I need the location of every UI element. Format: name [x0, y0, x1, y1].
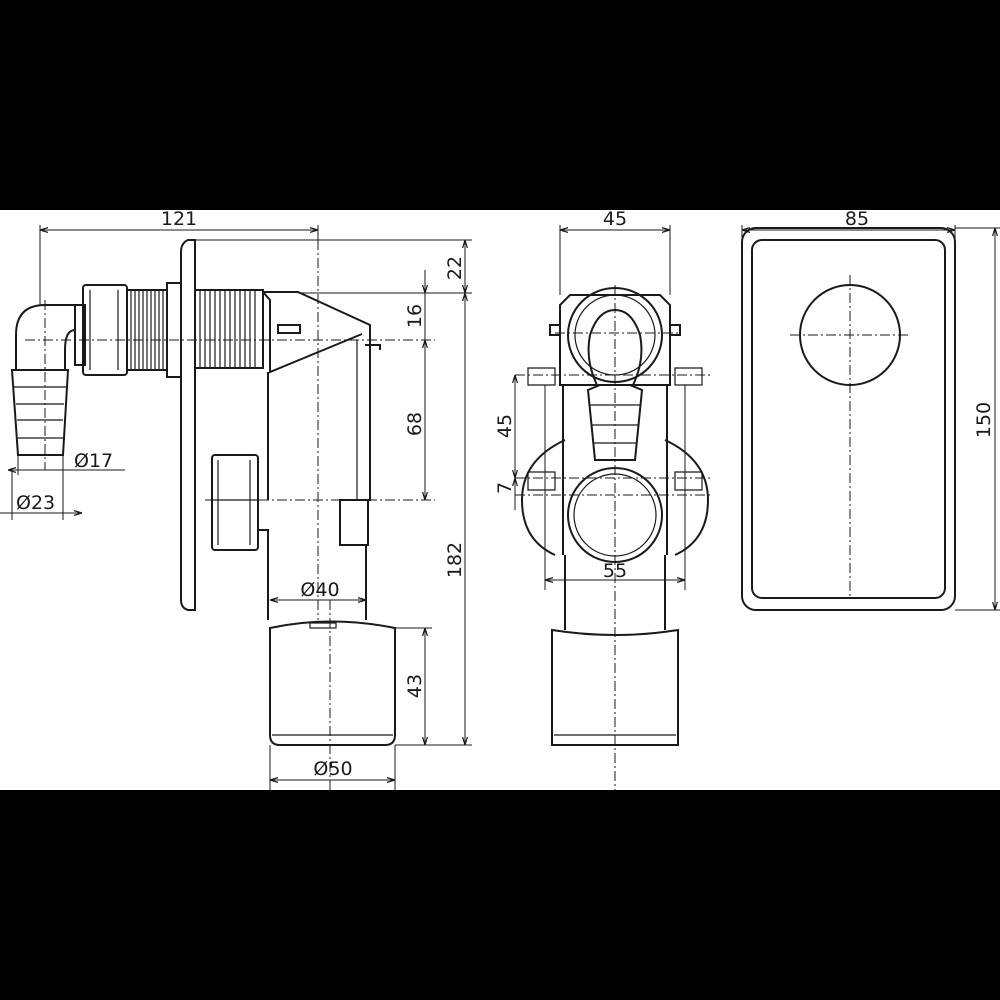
dim-body-width: 45: [603, 208, 627, 230]
thread-inner: [194, 289, 264, 369]
front-body-head: [559, 294, 671, 386]
dim-top-offset: 22: [444, 256, 466, 280]
dim-hose-inner: Ø17: [74, 450, 113, 472]
dim-plate-height: 150: [973, 402, 995, 438]
mounting-wings: [520, 439, 710, 556]
dim-outlet-spacing: 68: [404, 412, 426, 436]
cover-plate-inner: [751, 239, 946, 599]
dim-wing-spacing: 45: [494, 414, 516, 438]
wall-plate: [180, 239, 196, 611]
dim-cup-height: 43: [404, 674, 426, 698]
dim-center-offset: 16: [404, 304, 426, 328]
front-barb: [586, 384, 644, 461]
dim-wing-width: 55: [603, 560, 627, 582]
dim-hose-outer: Ø23: [16, 492, 55, 514]
outlet-ring: [567, 467, 663, 563]
lower-nut: [211, 454, 259, 551]
dim-wing-offset: 7: [494, 482, 516, 494]
side-view: 121 22 182 16 68 43 Ø17 Ø23 Ø40 Ø50: [0, 208, 472, 790]
dim-cup-diameter: Ø50: [313, 758, 352, 780]
dim-outlet-diameter: Ø40: [300, 579, 339, 601]
dim-overall-width: 121: [161, 208, 197, 230]
outlet-cup: [269, 620, 396, 746]
siphon-body: [263, 291, 371, 546]
front-view: 45 45 7 55: [494, 208, 710, 790]
front-cup: [551, 628, 679, 746]
cover-plate-view: 85 150: [741, 208, 1000, 611]
dim-plate-width: 85: [845, 208, 869, 230]
inlet-ring: [567, 287, 663, 383]
dim-overall-height: 182: [444, 542, 466, 578]
